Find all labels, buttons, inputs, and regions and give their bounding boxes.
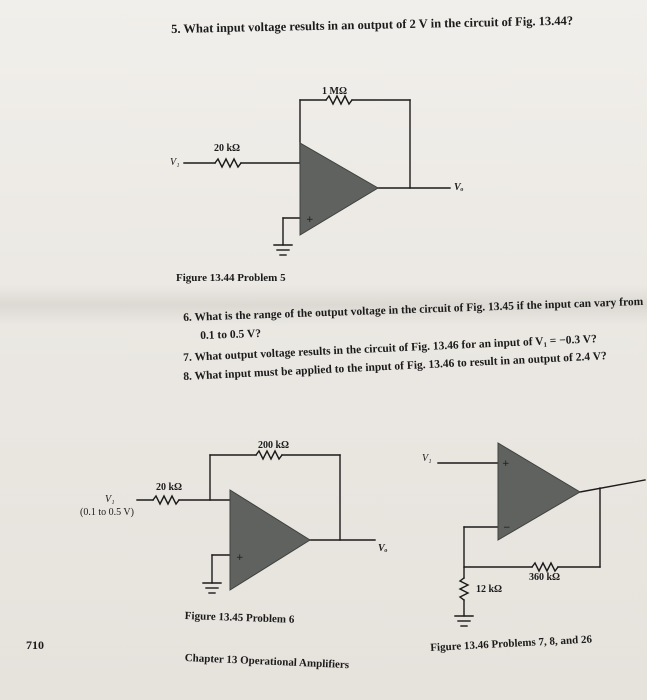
resistor-12k-label: 12 kΩ [476, 584, 503, 595]
resistor-20k-symbol [214, 157, 242, 169]
svg-text:+: + [502, 459, 510, 469]
page-shadow [0, 285, 647, 325]
input-v1-label: V₁ [422, 453, 432, 464]
page-number: 710 [26, 638, 44, 652]
fig-13-46-circuit [437, 462, 646, 627]
input-v1-label: V₁ [105, 494, 115, 505]
op-amp-13-46-icon [497, 442, 581, 541]
resistor-360k-symbol [531, 561, 559, 573]
op-amp-13-45-icon [229, 489, 311, 591]
resistor-12k-symbol [458, 577, 470, 601]
op-amp-13-44-icon [299, 142, 379, 236]
input-v1-label: V₁ [170, 157, 180, 168]
resistor-1m-symbol [325, 94, 353, 106]
problem-6-line-2: 0.1 to 0.5 V? [200, 327, 262, 342]
svg-text:+: + [236, 553, 244, 563]
resistor-360k-label: 360 kΩ [529, 572, 561, 583]
svg-text:−: − [503, 523, 511, 533]
figure-13-44-caption: Figure 13.44 Problem 5 [176, 272, 286, 284]
resistor-20k-label: 20 kΩ [156, 482, 183, 493]
svg-text:+: + [306, 215, 314, 225]
resistor-1m-label: 1 MΩ [322, 86, 347, 97]
resistor-200k-symbol [255, 449, 283, 461]
resistor-20k-symbol [152, 494, 180, 506]
output-vo-label: Vₒ [454, 182, 464, 193]
fig-13-45-circuit [136, 449, 376, 594]
output-vo-label: Vₒ [378, 543, 388, 554]
resistor-200k-label: 200 kΩ [258, 440, 290, 451]
resistor-20k-label: 20 kΩ [214, 143, 241, 154]
input-range-label: (0.1 to 0.5 V) [80, 507, 134, 518]
